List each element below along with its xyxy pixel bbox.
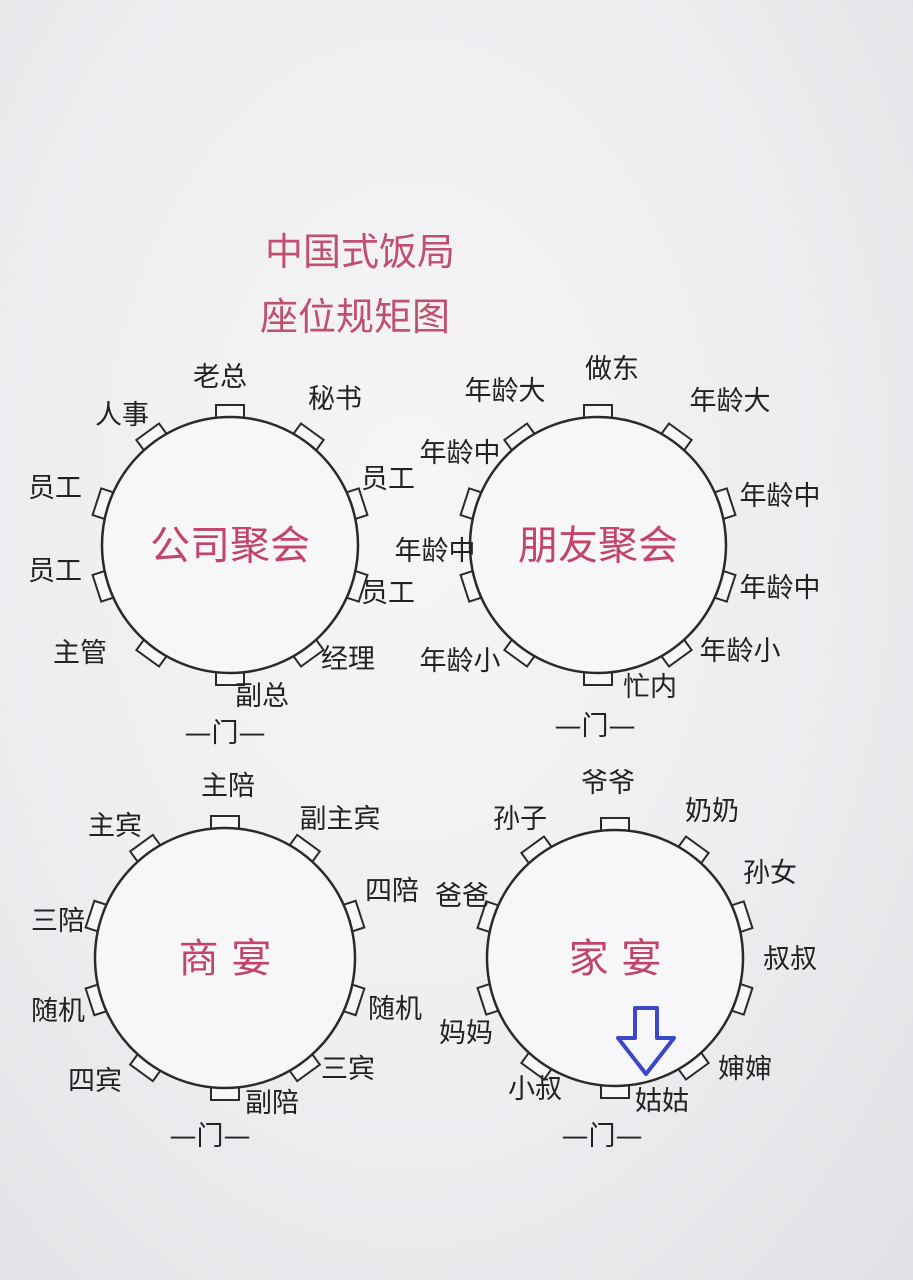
seat-label: 副主宾: [300, 804, 381, 835]
seat-label: 妈妈: [439, 1018, 493, 1049]
table-circle: [93, 826, 357, 1090]
seat-label: 员工: [361, 578, 415, 609]
seat-label: 四宾: [68, 1066, 122, 1097]
seat-label: 员工: [361, 464, 415, 495]
table-name: 朋友聚会: [518, 523, 678, 569]
table-circle: [100, 415, 360, 675]
table-circle: [485, 828, 745, 1088]
seat-label: 三陪: [31, 906, 85, 937]
seat-label: 年龄大: [690, 386, 771, 417]
table-name: 家 宴: [569, 936, 662, 982]
title-line-2: 座位规矩图: [260, 295, 450, 339]
seat-label: 人事: [95, 400, 149, 431]
seat-label: 年龄大: [465, 376, 546, 407]
seat-label: 秘书: [308, 384, 362, 415]
seat-label: 年龄小: [420, 646, 501, 677]
seat-label: 随机: [368, 994, 422, 1025]
seat-label: 孙子: [493, 804, 547, 835]
seat-label: 叔叔: [763, 944, 817, 975]
seat-label: 副陪: [245, 1088, 299, 1119]
seat-label: 四陪: [365, 876, 419, 907]
seat-label: 年龄中: [420, 438, 501, 469]
seat-label: 老总: [193, 362, 247, 393]
seat-label: 小叔: [508, 1074, 562, 1105]
seat-label: 婶婶: [718, 1054, 772, 1085]
seat-label: 爷爷: [581, 768, 635, 799]
seat-label: 年龄中: [740, 573, 821, 604]
marker-layer: [616, 1006, 676, 1076]
seat-label: 爸爸: [435, 881, 489, 912]
table-name: 公司聚会: [150, 523, 310, 569]
seat-label: 三宾: [321, 1054, 375, 1085]
door-label: —门—: [555, 711, 636, 742]
down-arrow-icon: [616, 1006, 676, 1076]
door-label: —门—: [170, 1121, 251, 1152]
seat-label: 年龄中: [740, 481, 821, 512]
table-circle: [468, 415, 728, 675]
seat-label: 员工: [28, 473, 82, 504]
title-line-1: 中国式饭局: [265, 230, 455, 274]
seat-label: 姑姑: [635, 1086, 689, 1117]
seat-label: 孙女: [743, 858, 797, 889]
door-label: —门—: [185, 718, 266, 749]
seat-label: 主管: [53, 638, 107, 669]
seat-label: 经理: [321, 644, 375, 675]
seat-label: 年龄中: [395, 536, 476, 567]
seat-label: 忙内: [623, 672, 677, 703]
seat-label: 主宾: [88, 811, 142, 842]
seat-label: 主陪: [201, 771, 255, 802]
seat-label: 年龄小: [700, 636, 781, 667]
seat-label: 员工: [28, 556, 82, 587]
tables-layer: 公司聚会老总秘书员工员工经理副总主管员工员工人事—门—朋友聚会做东年龄大年龄中年…: [28, 354, 821, 1152]
seat-label: 随机: [31, 996, 85, 1027]
table-name: 商 宴: [179, 936, 272, 982]
seat-label: 奶奶: [685, 796, 739, 827]
door-label: —门—: [562, 1121, 643, 1152]
seat-label: 副总: [235, 681, 289, 712]
seat-label: 做东: [585, 354, 639, 385]
